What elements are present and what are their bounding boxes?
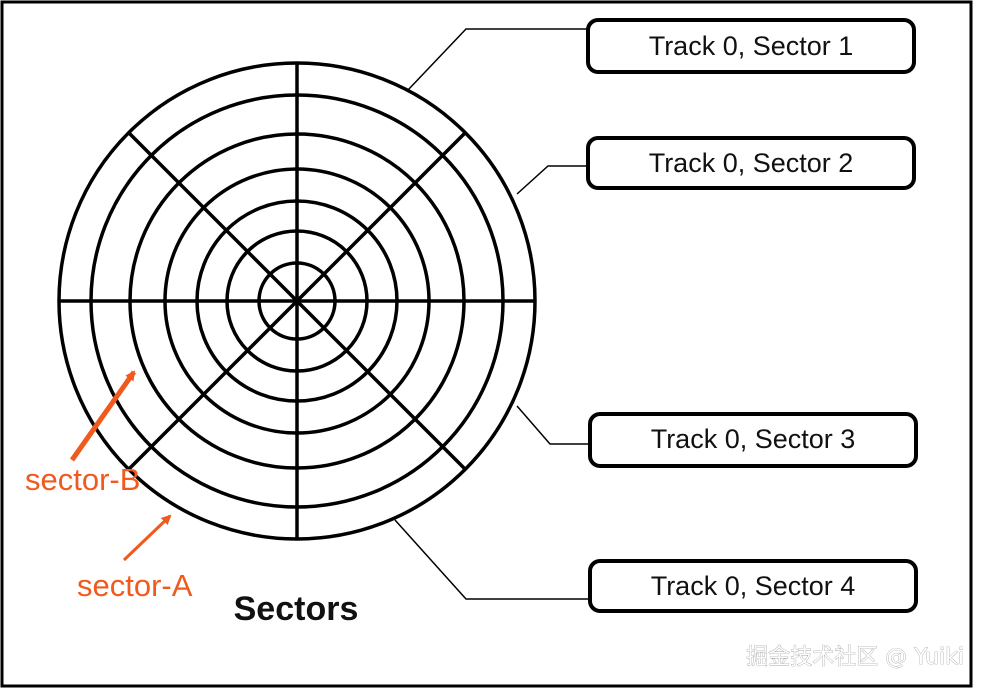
label-box-1: Track 0, Sector 1 — [586, 18, 916, 74]
connector-sector-3 — [516, 405, 590, 445]
label-track0-sector1: Track 0, Sector 1 — [649, 31, 854, 61]
label-box-2: Track 0, Sector 2 — [586, 136, 916, 190]
label-track0-sector3: Track 0, Sector 3 — [651, 424, 856, 454]
disk-platter — [57, 61, 537, 541]
sector-divider-diagonal — [127, 131, 467, 471]
diagram-title: Sectors — [234, 590, 359, 628]
label-track0-sector2: Track 0, Sector 2 — [649, 148, 854, 178]
label-track0-sector4: Track 0, Sector 4 — [651, 571, 856, 601]
label-box-4: Track 0, Sector 4 — [588, 559, 918, 613]
annotation-sector-a-label: sector-A — [77, 568, 193, 603]
connector-sector-1 — [407, 28, 588, 91]
annotation-sector-b-label: sector-B — [25, 462, 140, 497]
arrow-sector-a — [122, 514, 172, 562]
annotation-sector-b: sector-B — [25, 370, 140, 497]
watermark: 掘金技术社区 @ Yuiki — [746, 645, 964, 670]
annotation-sector-a: sector-A — [77, 514, 193, 603]
connector-sector-2 — [516, 165, 588, 195]
label-box-3: Track 0, Sector 3 — [588, 412, 918, 468]
label-box-frame — [588, 412, 918, 468]
label-box-frame — [588, 559, 918, 613]
connector-sector-4 — [394, 519, 590, 600]
label-box-frame — [586, 136, 916, 190]
arrow-sector-b — [69, 370, 137, 462]
connectors — [394, 28, 590, 600]
label-box-frame — [586, 18, 916, 74]
